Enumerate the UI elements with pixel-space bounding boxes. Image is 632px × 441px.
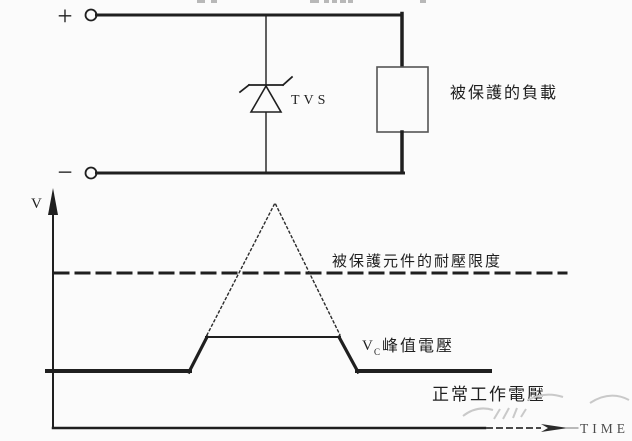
protected-load-label: 被保護的負載: [450, 84, 558, 102]
normal-voltage-label: 正常工作電壓: [432, 385, 546, 404]
tvs-cathode-tail-left: [238, 83, 251, 94]
protected-load-box: [376, 66, 429, 133]
watermark-curve-mid: [527, 393, 564, 401]
cropped-top-text-marks: [197, 0, 426, 3]
watermark-curve-left: [462, 407, 494, 417]
tvs-cathode-tail-right: [281, 75, 294, 87]
clamp-voltage-label-text: 峰值電壓: [382, 337, 454, 355]
tvs-label: TVS: [291, 93, 329, 108]
clamp-voltage-label-subscript: C: [374, 347, 380, 357]
withstand-limit-label: 被保護元件的耐壓限度: [332, 253, 502, 270]
tvs-diode-symbol: [238, 14, 294, 174]
v-axis-label: V: [31, 196, 42, 212]
surge-dotted-line: [206, 202, 341, 336]
tvs-triangle: [249, 84, 283, 113]
watermark-slash-3: [512, 407, 518, 419]
v-axis-arrowhead: [48, 188, 58, 215]
watermark-slash-4: [520, 408, 527, 418]
watermark-curve-right: [589, 394, 630, 404]
voltage-time-graph: V 被保護元件的耐壓限度 V C 峰值電壓 正常工作電壓 TIME: [31, 188, 629, 436]
minus-terminal-label: −: [57, 157, 72, 187]
minus-terminal-circle: [84, 166, 98, 180]
circuit-diagram: + − TVS 被保護的負載: [57, 1, 558, 187]
waveform-fall: [336, 334, 361, 375]
waveform-rise: [186, 334, 210, 375]
watermark-slash-2: [502, 407, 510, 420]
plus-terminal-label: +: [57, 1, 72, 31]
watermark-swoosh: [462, 393, 630, 420]
time-axis-arrowhead: [541, 424, 568, 432]
clamp-voltage-label-v: V: [362, 338, 373, 354]
plus-terminal-circle: [84, 8, 98, 22]
time-axis-label: TIME: [580, 421, 629, 436]
clamp-voltage-label: V C 峰值電壓: [362, 337, 454, 357]
watermark-slash-1: [493, 408, 501, 420]
